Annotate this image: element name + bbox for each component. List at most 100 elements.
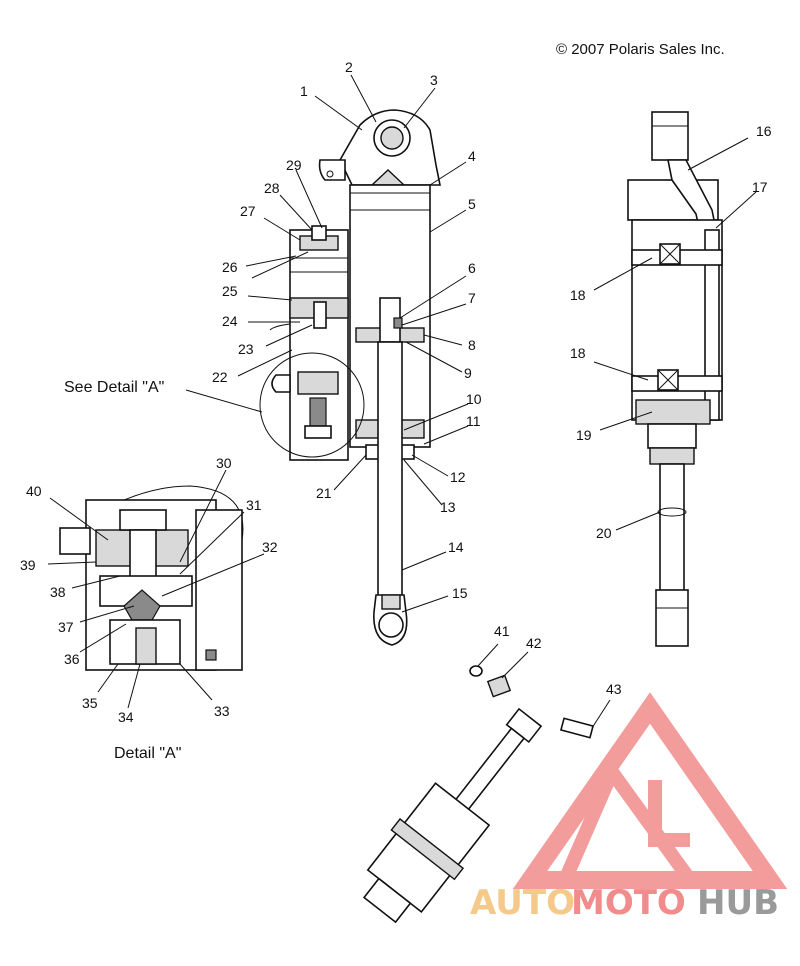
callout-20: 20 [596,525,612,541]
callout-labels: 1 2 3 4 5 6 7 8 9 10 11 12 13 14 15 16 1… [20,59,772,725]
callout-39: 39 [20,557,36,573]
callout-37: 37 [58,619,74,635]
leader-35 [97,663,119,693]
leader-18b [593,361,649,381]
detail-spool [129,529,157,581]
top-eye-bushing [380,126,404,150]
leader-11 [423,425,469,445]
leader-18a [593,257,653,291]
callout-22: 22 [212,369,228,385]
leader-1 [314,95,363,131]
callout-42: 42 [526,635,542,651]
main-shock [318,109,441,646]
leader-36 [79,623,127,653]
callout-10: 10 [466,391,482,407]
assembled-shock [627,111,723,647]
leader-20 [615,511,661,531]
watermark-logo [512,692,788,889]
o-ring [657,507,687,517]
leader-29 [295,169,323,229]
top-fitting [651,111,689,161]
leader-6 [399,275,467,319]
bumper [649,447,695,465]
piston-washer [393,317,403,329]
callout-5: 5 [468,196,476,212]
leader-4 [429,161,467,186]
leader-8 [423,334,463,346]
screw-x2 [659,243,681,265]
bolt-43 [559,717,595,739]
watermark-hook [648,780,690,847]
callout-9: 9 [464,365,472,381]
callout-35: 35 [82,695,98,711]
bushing-42 [486,674,512,698]
side-tube [704,229,720,421]
callout-25: 25 [222,283,238,299]
callout-43: 43 [606,681,622,697]
leader-22 [237,349,293,377]
reservoir-valve [311,225,327,241]
hose-fitting [271,374,291,393]
angled-collar [390,818,465,881]
leader-16 [687,137,749,171]
leader-39 [47,561,97,565]
see-detail-label: See Detail "A" [64,379,164,396]
callout-27: 27 [240,203,256,219]
piston-stem [313,301,327,329]
callout-36: 36 [64,651,80,667]
angled-lower-eye [362,877,412,924]
leader-17 [715,191,757,229]
leader-38 [71,575,121,589]
leader-26 [245,255,297,267]
callout-16: 16 [756,123,772,139]
watermark-part2: MOTO [571,883,686,923]
hose-stub-top [269,323,291,331]
callout-32: 32 [262,539,278,555]
callout-17: 17 [752,179,768,195]
detail-housing-right [195,509,243,671]
callout-7: 7 [468,290,476,306]
hardware [469,665,595,739]
leader-23 [265,324,313,347]
callout-4: 4 [468,148,476,164]
callout-29: 29 [286,157,302,173]
callout-14: 14 [448,539,464,555]
leader-34 [127,663,141,709]
leader-13 [403,459,443,506]
callout-13: 13 [440,499,456,515]
callout-40: 40 [26,483,42,499]
leader-12 [411,454,449,477]
shaft [377,341,403,599]
leader-3 [403,87,436,129]
detail-fitting [59,527,91,555]
callout-30: 30 [216,455,232,471]
callout-12: 12 [450,469,466,485]
callout-19: 19 [576,427,592,443]
shaft-assembled [659,463,685,595]
leader-10 [403,403,469,431]
copyright-text: © 2007 Polaris Sales Inc. [556,41,725,58]
leader-25 [247,295,293,301]
reservoir [259,225,365,461]
detail-needle [123,589,161,621]
leader-2 [350,74,377,123]
leader-26b [251,251,309,279]
callout-18b: 18 [570,345,586,361]
callout-41: 41 [494,623,510,639]
callout-11: 11 [466,413,481,429]
leader-42 [501,651,529,679]
callout-21: 21 [316,485,332,501]
valve-seat [304,425,332,439]
adjuster-ring [635,399,711,425]
detail-top-plug [119,509,167,531]
watermark-part3: HUB [697,883,779,923]
leader-28 [279,194,313,231]
lower-eye-bushing [381,594,401,610]
valve-body [309,397,327,427]
callout-28: 28 [264,180,280,196]
leader-31 [179,511,245,575]
leader-32 [161,553,265,597]
lower-eye-assembled [655,589,689,647]
lower-angled-shock [362,707,543,924]
